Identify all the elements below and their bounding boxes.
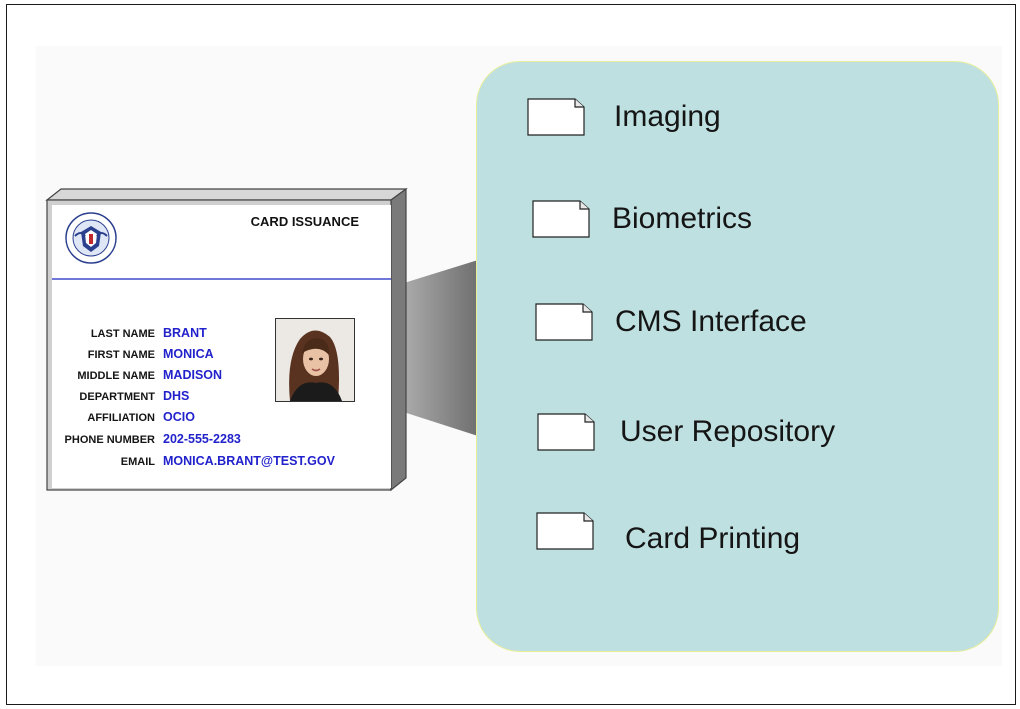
card-title: CARD ISSUANCE <box>250 214 359 229</box>
document-icon <box>536 512 594 550</box>
card-side-bevel <box>390 187 407 492</box>
field-label: AFFILIATION <box>87 412 155 424</box>
field-value: MADISON <box>163 368 223 382</box>
person-portrait-icon <box>276 319 354 401</box>
field-value: 202-555-2283 <box>163 432 241 446</box>
document-icon <box>527 98 585 136</box>
dhs-seal-icon <box>65 212 117 264</box>
field-label: FIRST NAME <box>87 349 155 361</box>
field-label: DEPARTMENT <box>79 391 155 403</box>
document-icon <box>532 200 590 238</box>
field-label: MIDDLE NAME <box>77 370 155 382</box>
component-label: User Repository <box>620 415 836 448</box>
portrait-photo <box>275 318 355 402</box>
components-panel <box>476 61 999 652</box>
document-icon <box>537 413 595 451</box>
field-label: LAST NAME <box>90 328 155 340</box>
field-value: MONICA.BRANT@TEST.GOV <box>163 454 335 468</box>
card-top-bevel <box>45 188 408 201</box>
document-icon <box>535 303 593 341</box>
field-value: OCIO <box>163 410 195 424</box>
field-label: EMAIL <box>120 456 155 468</box>
component-label: Biometrics <box>612 202 753 235</box>
component-label: Imaging <box>614 100 721 133</box>
connector-cone <box>391 260 478 436</box>
card-divider <box>52 278 391 280</box>
id-card: CARD ISSUANCE LAST NAME BRANT FIRST NAME… <box>52 205 391 488</box>
field-label: PHONE NUMBER <box>64 434 155 446</box>
field-value: BRANT <box>163 326 207 340</box>
field-value: DHS <box>163 389 190 403</box>
component-label: CMS Interface <box>615 305 807 338</box>
field-value: MONICA <box>163 347 214 361</box>
component-label: Card Printing <box>625 522 801 555</box>
